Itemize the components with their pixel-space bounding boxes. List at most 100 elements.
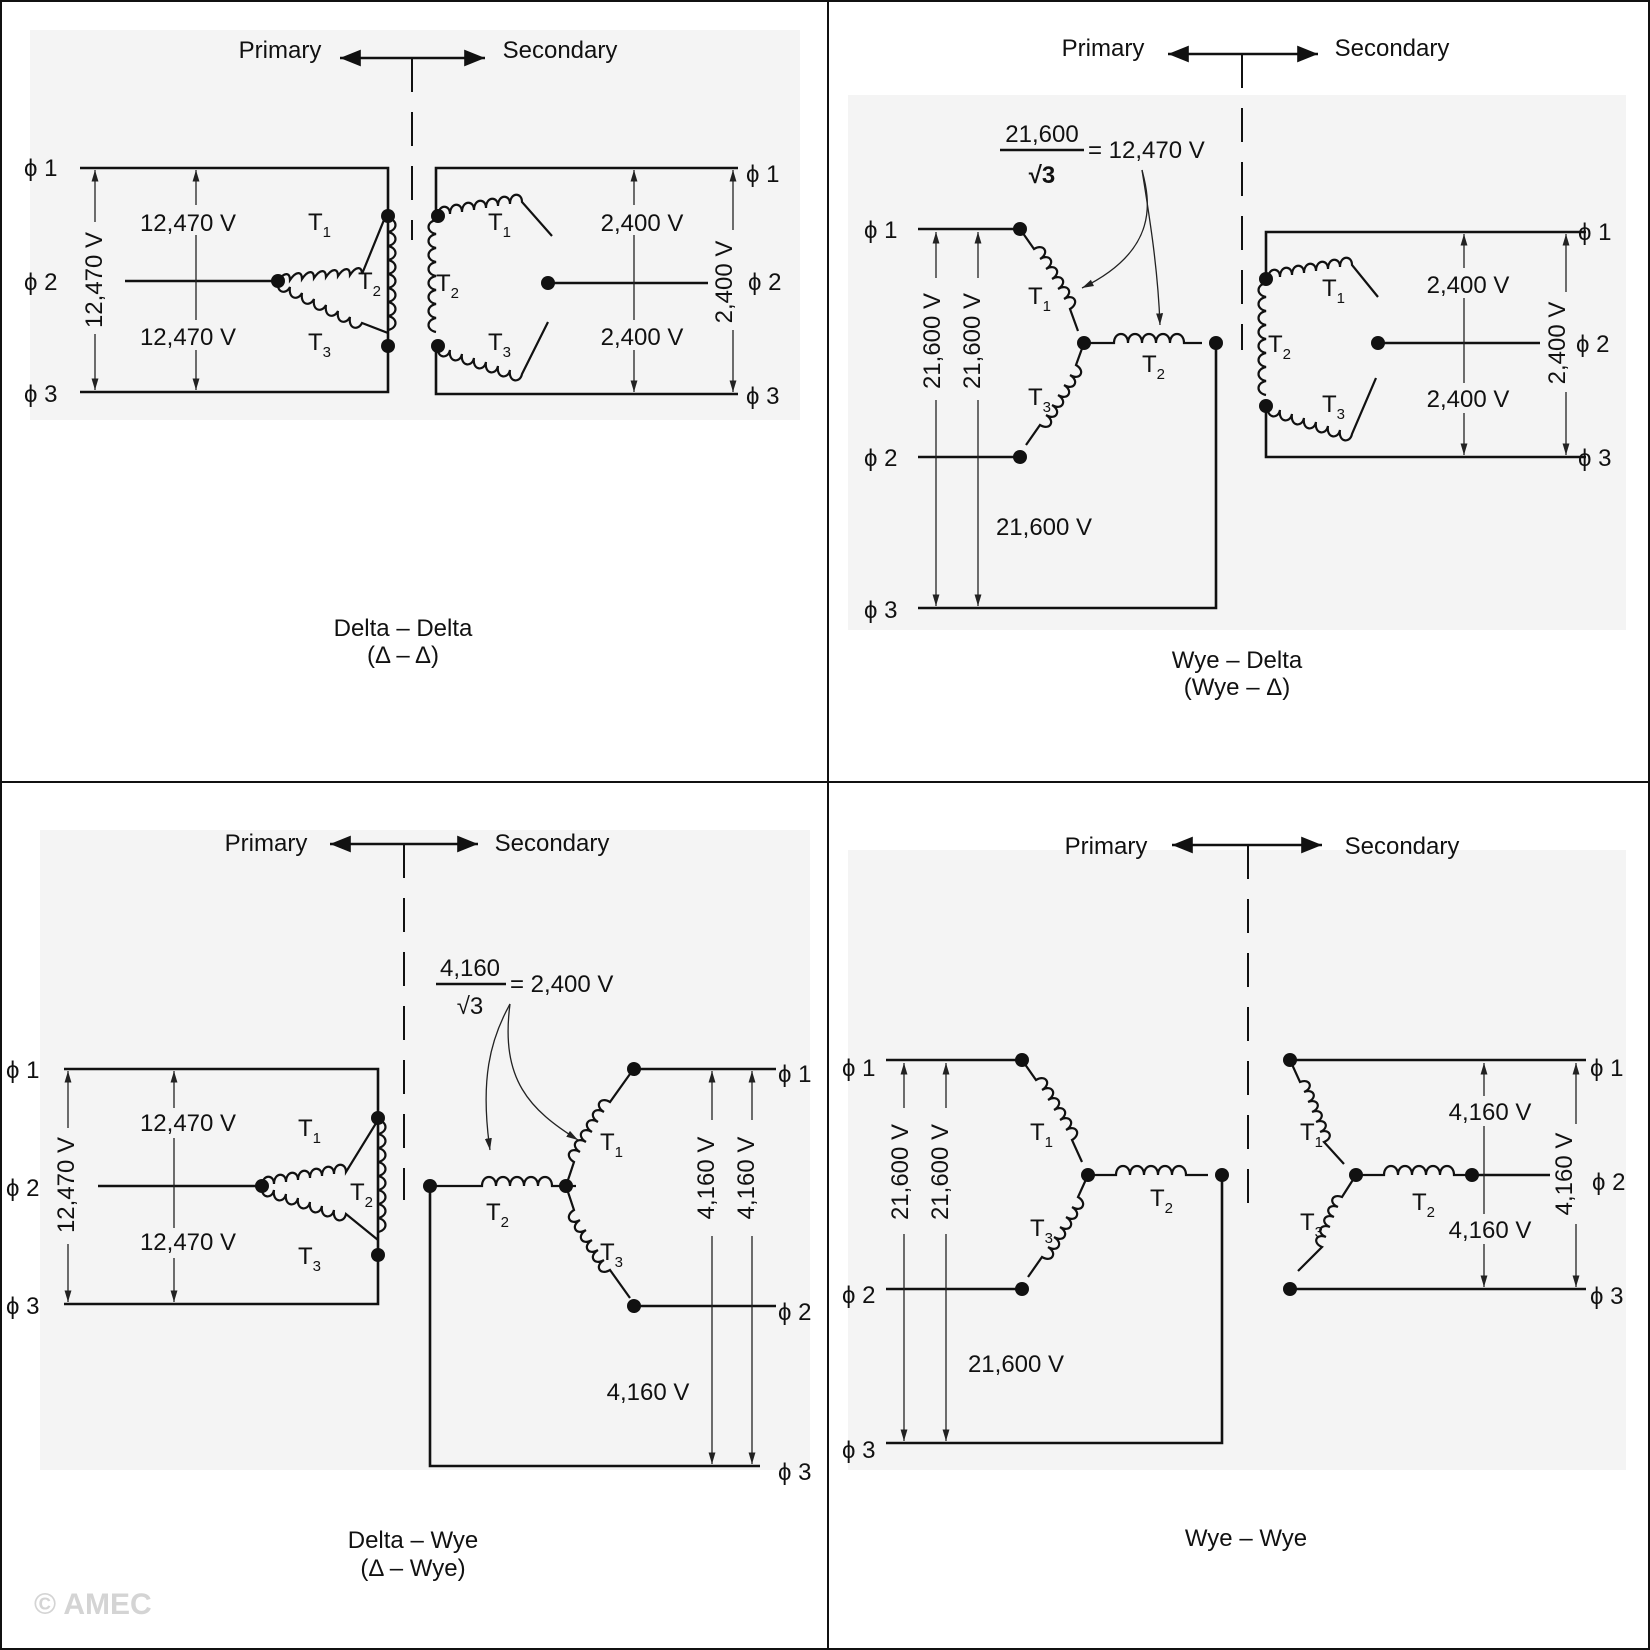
- coil-t3: [1025, 342, 1086, 446]
- t1-label: T1: [1030, 1119, 1053, 1151]
- panel-wye-wye: Primary Secondary 21,600 V 21,600 V 21,6…: [842, 833, 1625, 1552]
- coil-t2: [377, 1118, 387, 1234]
- phase-3-left: ϕ 3: [842, 1437, 875, 1464]
- phase-1-left: ϕ 1: [6, 1057, 39, 1084]
- coil-t3: [564, 1185, 631, 1299]
- secondary-line-voltage: 4,160 V: [607, 1379, 690, 1406]
- coil-t1: [1019, 228, 1080, 332]
- secondary-vertical-voltage: 4,160 V: [1551, 1133, 1578, 1216]
- phase-2-left: ϕ 2: [6, 1175, 39, 1202]
- t2-label: T2: [350, 1179, 373, 1211]
- primary-label: Primary: [1062, 35, 1145, 62]
- formula-result: = 12,470 V: [1088, 137, 1205, 164]
- secondary-vertical-voltage: 4,160 V: [733, 1137, 760, 1220]
- primary-vertical-voltage: 12,470 V: [53, 1137, 80, 1233]
- node: [1081, 1168, 1095, 1182]
- phase-1-left: ϕ 1: [864, 217, 897, 244]
- node: [381, 209, 395, 223]
- node: [1013, 222, 1027, 236]
- phase-2-right: ϕ 2: [778, 1299, 811, 1326]
- t2-label: T2: [486, 1199, 509, 1231]
- coil-t2: [387, 216, 397, 332]
- caption: Delta – Delta: [334, 615, 473, 642]
- formula-denominator: √3: [1029, 162, 1056, 189]
- caption: Wye – Wye: [1185, 1525, 1307, 1552]
- node: [431, 209, 445, 223]
- t1-label: T1: [488, 209, 511, 241]
- secondary-label: Secondary: [1345, 833, 1460, 860]
- node: [423, 1179, 437, 1193]
- t2-label: T2: [1142, 351, 1165, 383]
- coil-t3: [260, 1185, 379, 1241]
- coil-t2: [430, 1175, 576, 1188]
- node: [627, 1299, 641, 1313]
- primary-vertical-voltage: 12,470 V: [81, 232, 108, 328]
- coil-t1: [1266, 256, 1379, 298]
- coil-t1: [277, 214, 388, 284]
- phase-2-right: ϕ 2: [1576, 331, 1609, 358]
- coil-t1: [436, 193, 553, 237]
- t1-label: T1: [308, 209, 331, 241]
- phase-3-right: ϕ 3: [1590, 1283, 1623, 1310]
- primary-vertical-voltage: 21,600 V: [959, 293, 986, 389]
- caption-symbol: (Δ – Δ): [367, 642, 439, 669]
- secondary-line-voltage-bottom: 2,400 V: [601, 324, 684, 351]
- panel-wye-delta: Primary Secondary 21,600 √3 = 12,470 V 2…: [864, 35, 1611, 701]
- coil-t2: [1084, 332, 1202, 345]
- phase-2-right: ϕ 2: [1592, 1169, 1625, 1196]
- primary-label: Primary: [225, 830, 308, 857]
- node: [541, 276, 555, 290]
- t2-label: T2: [1268, 331, 1291, 363]
- node: [1259, 399, 1273, 413]
- formula-numerator: 21,600: [1005, 121, 1078, 148]
- t1-label: T1: [298, 1115, 321, 1147]
- coil-t1: [260, 1119, 379, 1187]
- coil-t1: [1021, 1059, 1084, 1163]
- phase-1-right: ϕ 1: [778, 1061, 811, 1088]
- caption-symbol: (Δ – Wye): [360, 1555, 465, 1582]
- coil-t1: [564, 1073, 631, 1187]
- phase-2-right: ϕ 2: [748, 269, 781, 296]
- phase-3-right: ϕ 3: [746, 383, 779, 410]
- coil-t2: [1257, 281, 1267, 397]
- phase-1-right: ϕ 1: [1578, 219, 1611, 246]
- primary-line-voltage-top: 12,470 V: [140, 210, 236, 237]
- phase-1-right: ϕ 1: [746, 161, 779, 188]
- node: [1209, 336, 1223, 350]
- t3-label: T3: [1030, 1215, 1053, 1247]
- phase-2-left: ϕ 2: [842, 1282, 875, 1309]
- coil-t2: [1088, 1164, 1208, 1177]
- t3-label: T3: [298, 1243, 321, 1275]
- node: [1015, 1282, 1029, 1296]
- secondary-line-voltage-bottom: 2,400 V: [1427, 386, 1510, 413]
- node: [1259, 272, 1273, 286]
- coil-t3: [436, 321, 549, 382]
- secondary-vertical-voltage: 4,160 V: [693, 1137, 720, 1220]
- node: [627, 1062, 641, 1076]
- node: [1371, 336, 1385, 350]
- formula-numerator: 4,160: [440, 955, 500, 982]
- t3-label: T3: [488, 329, 511, 361]
- primary-line-voltage-top: 12,470 V: [140, 1110, 236, 1137]
- secondary-bus: [434, 346, 738, 396]
- watermark: © AMEC: [34, 1588, 152, 1621]
- secondary-line-voltage-top: 4,160 V: [1449, 1099, 1532, 1126]
- phase-3-left: ϕ 3: [6, 1293, 39, 1320]
- t2-label: T2: [1150, 1185, 1173, 1217]
- node: [1215, 1168, 1229, 1182]
- secondary-vertical-voltage: 2,400 V: [711, 241, 738, 324]
- coil-t3: [1297, 1174, 1357, 1272]
- formula-denominator: √3: [457, 993, 484, 1020]
- caption-symbol: (Wye – Δ): [1184, 674, 1291, 701]
- secondary-line-voltage-top: 2,400 V: [1427, 272, 1510, 299]
- node: [271, 274, 285, 288]
- t3-label: T3: [308, 329, 331, 361]
- phase-1-left: ϕ 1: [24, 155, 57, 182]
- phase-2-left: ϕ 2: [864, 445, 897, 472]
- coil-t3: [276, 280, 389, 335]
- secondary-label: Secondary: [495, 830, 610, 857]
- node: [1077, 336, 1091, 350]
- node: [381, 339, 395, 353]
